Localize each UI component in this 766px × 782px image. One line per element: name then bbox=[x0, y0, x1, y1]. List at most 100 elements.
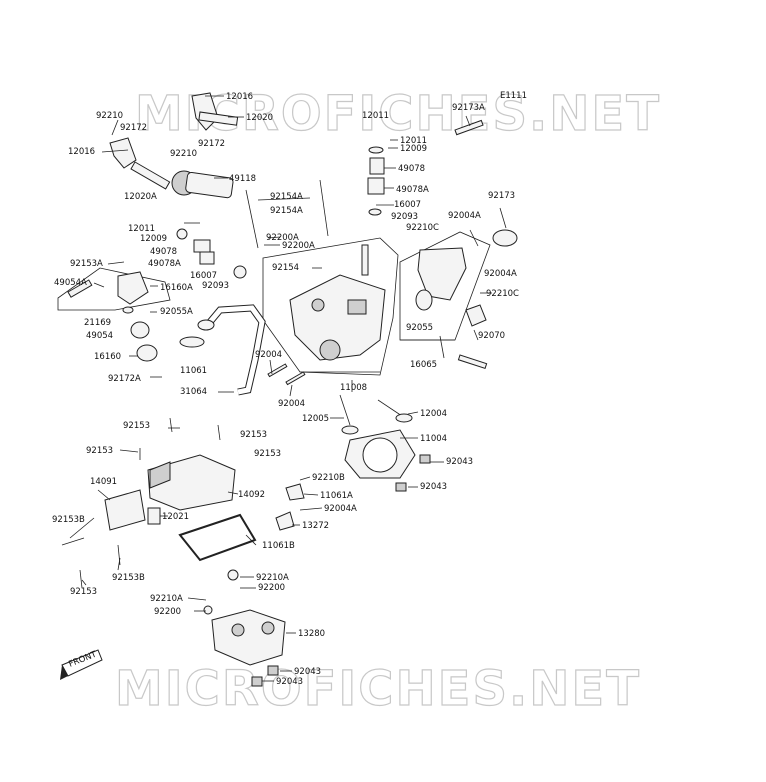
part-label: 12021 bbox=[162, 512, 189, 522]
part-label: 12009 bbox=[400, 144, 427, 154]
cam-holder bbox=[203, 569, 286, 666]
part-label: 92210C bbox=[486, 289, 519, 299]
part-label: 49054 bbox=[86, 331, 113, 341]
part-label: 92093 bbox=[202, 281, 229, 291]
gasket-92004-b bbox=[285, 371, 306, 386]
cylinder-head bbox=[289, 274, 386, 361]
cover-gasket bbox=[178, 513, 257, 562]
part-label: 12020A bbox=[124, 192, 157, 202]
part-label: 92210A bbox=[256, 573, 289, 583]
valve-intake bbox=[377, 399, 403, 417]
part-label: 31064 bbox=[180, 387, 207, 397]
part-label: 92043 bbox=[420, 482, 447, 492]
part-label: 49054A bbox=[54, 278, 87, 288]
part-label: 92070 bbox=[478, 331, 505, 341]
valve-head-exhaust bbox=[341, 425, 359, 435]
part-label: 12011 bbox=[400, 136, 427, 146]
part-label: 92173A bbox=[452, 103, 485, 113]
part-label: 11004 bbox=[420, 434, 447, 444]
part-label: 12011 bbox=[128, 224, 155, 234]
part-label: 92004A bbox=[448, 211, 481, 221]
ref-code: E1111 bbox=[500, 91, 527, 101]
bolt-92153b-a bbox=[61, 537, 85, 546]
part-label: 14092 bbox=[238, 490, 265, 500]
tensioner-box bbox=[57, 267, 171, 311]
part-label: 16065 bbox=[410, 360, 437, 370]
bolt-92153-c bbox=[217, 424, 221, 441]
part-label: 11061A bbox=[320, 491, 353, 501]
part-label: 92004A bbox=[324, 504, 357, 514]
part-label: 92004A bbox=[484, 269, 517, 279]
rocker-shaft-upper bbox=[198, 111, 239, 126]
part-label: 16160A bbox=[160, 283, 193, 293]
oil-pipe bbox=[179, 304, 266, 396]
cam-chain-tensioner bbox=[67, 271, 158, 362]
cylinder-head-box bbox=[262, 237, 399, 376]
part-label: 92172A bbox=[108, 374, 141, 384]
stud-2 bbox=[319, 179, 329, 237]
part-label: 92154 bbox=[272, 263, 299, 273]
part-labels: 9221092172120161201612020921729221049118… bbox=[52, 92, 519, 687]
bolt-92153-b bbox=[169, 417, 173, 433]
part-label: 92153B bbox=[112, 573, 145, 583]
part-label: 92210C bbox=[406, 223, 439, 233]
gasket-92004-a bbox=[267, 363, 288, 378]
rocker-shaft-lower bbox=[130, 161, 171, 190]
part-label: 13272 bbox=[302, 521, 329, 531]
watermark-top: MICROFICHES.NET bbox=[135, 86, 661, 142]
part-label: 92153 bbox=[240, 430, 267, 440]
bracket-11061a bbox=[285, 483, 305, 501]
part-label: 12016 bbox=[68, 147, 95, 157]
valve-spring-right bbox=[367, 146, 385, 216]
part-label: 12016 bbox=[226, 92, 253, 102]
part-label: 92154A bbox=[270, 206, 303, 216]
camshaft bbox=[171, 170, 234, 199]
bolt-92153-a bbox=[79, 569, 83, 589]
part-label: 92154A bbox=[270, 192, 303, 202]
part-label: 92172 bbox=[198, 139, 225, 149]
part-label: 92200A bbox=[266, 233, 299, 243]
part-label: 92043 bbox=[294, 667, 321, 677]
part-label: 12004 bbox=[420, 409, 447, 419]
part-label: 92153B bbox=[52, 515, 85, 525]
cover-12021 bbox=[147, 507, 161, 525]
part-label: 92153 bbox=[254, 449, 281, 459]
part-label: 16007 bbox=[394, 200, 421, 210]
part-label: 12011 bbox=[362, 111, 389, 121]
part-label: 16007 bbox=[190, 271, 217, 281]
intake-box bbox=[399, 231, 491, 341]
part-label: 92153 bbox=[123, 421, 150, 431]
part-label: 92055A bbox=[160, 307, 193, 317]
part-label: 11061B bbox=[262, 541, 295, 551]
stud-1 bbox=[245, 189, 259, 249]
rocker-arm-lower bbox=[109, 137, 137, 169]
gasket-top-right bbox=[454, 119, 484, 136]
part-label: 11008 bbox=[340, 383, 367, 393]
part-label: 49118 bbox=[229, 174, 256, 184]
cylinder-head-cover bbox=[147, 454, 236, 511]
part-label: 92004 bbox=[278, 399, 305, 409]
part-label: 49078 bbox=[398, 164, 425, 174]
dowel-92043-c bbox=[267, 665, 279, 676]
part-label: 92200A bbox=[282, 241, 315, 251]
part-label: 92210 bbox=[170, 149, 197, 159]
part-label: 12005 bbox=[302, 414, 329, 424]
part-label: 92004 bbox=[255, 350, 282, 360]
part-label: 12009 bbox=[140, 234, 167, 244]
gasket-lower-right bbox=[457, 354, 488, 370]
part-label: 92093 bbox=[391, 212, 418, 222]
front-arrow-icon: FRONT bbox=[60, 649, 103, 680]
valve-exhaust bbox=[339, 394, 351, 426]
leader-lines bbox=[69, 95, 507, 682]
part-label: 92210B bbox=[312, 473, 345, 483]
part-label: 92043 bbox=[446, 457, 473, 467]
valve-head-intake bbox=[395, 413, 413, 423]
intake-manifold bbox=[415, 229, 518, 327]
part-label: 92153 bbox=[86, 446, 113, 456]
dowel-92043-a bbox=[419, 454, 431, 464]
part-label: 11061 bbox=[180, 366, 207, 376]
head-gasket bbox=[344, 429, 416, 479]
part-label: 49078A bbox=[396, 185, 429, 195]
